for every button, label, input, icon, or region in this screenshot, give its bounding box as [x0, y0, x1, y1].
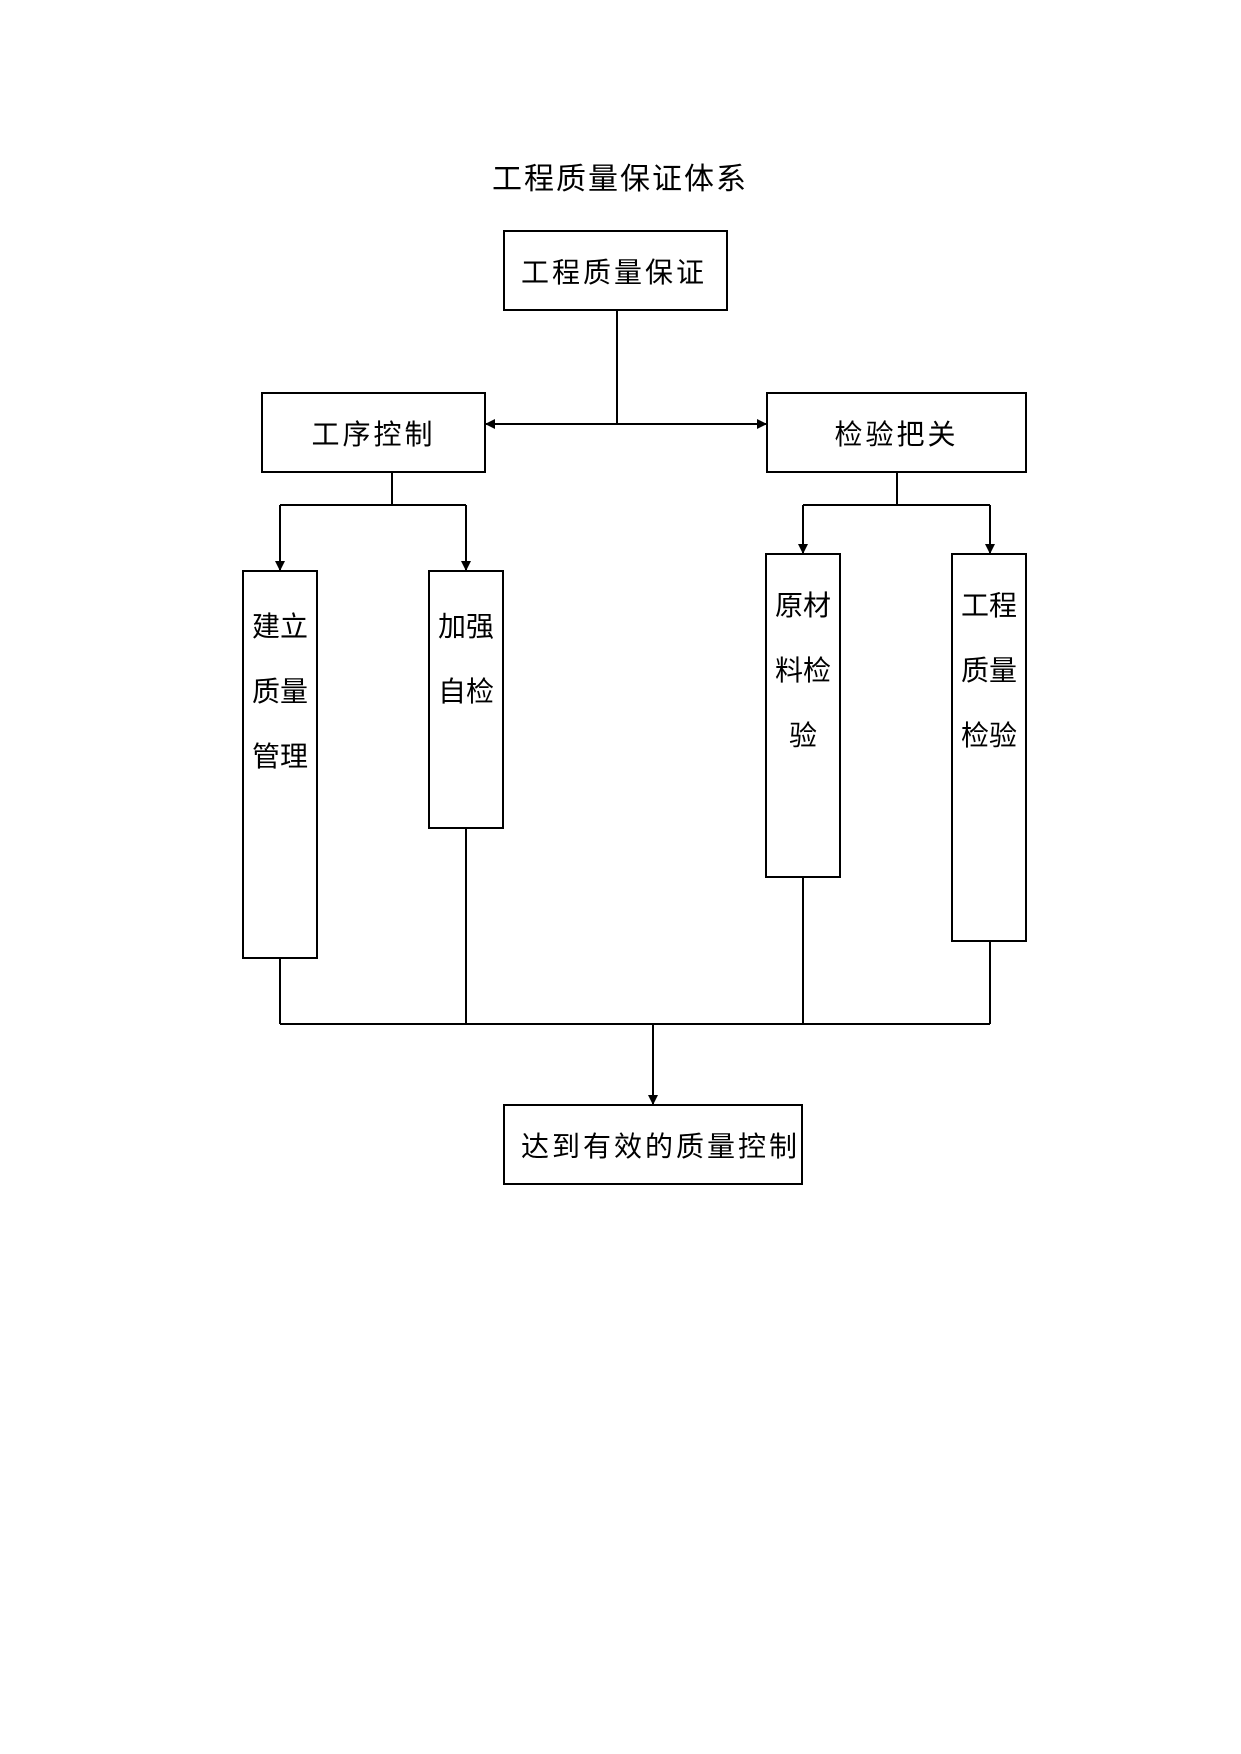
node-root: 工程质量保证	[503, 230, 728, 311]
node-material-check-label: 原材料检验	[774, 589, 831, 752]
node-quality-check: 工程质量检验	[951, 553, 1027, 942]
node-self-check-label: 加强自检	[437, 610, 494, 708]
node-process-control: 工序控制	[261, 392, 486, 473]
node-root-label: 工程质量保证	[521, 255, 708, 289]
node-result: 达到有效的质量控制	[503, 1104, 803, 1185]
node-process-control-label: 工序控制	[311, 417, 436, 451]
node-quality-check-label: 工程质量检验	[960, 589, 1017, 752]
node-result-label: 达到有效的质量控制	[521, 1129, 801, 1163]
node-self-check: 加强自检	[428, 570, 504, 829]
page-title: 工程质量保证体系	[492, 162, 748, 197]
node-inspection: 检验把关	[766, 392, 1027, 473]
node-quality-mgmt-label: 建立质量管理	[251, 610, 308, 773]
node-quality-mgmt: 建立质量管理	[242, 570, 318, 959]
node-material-check: 原材料检验	[765, 553, 841, 878]
node-inspection-label: 检验把关	[834, 417, 959, 451]
